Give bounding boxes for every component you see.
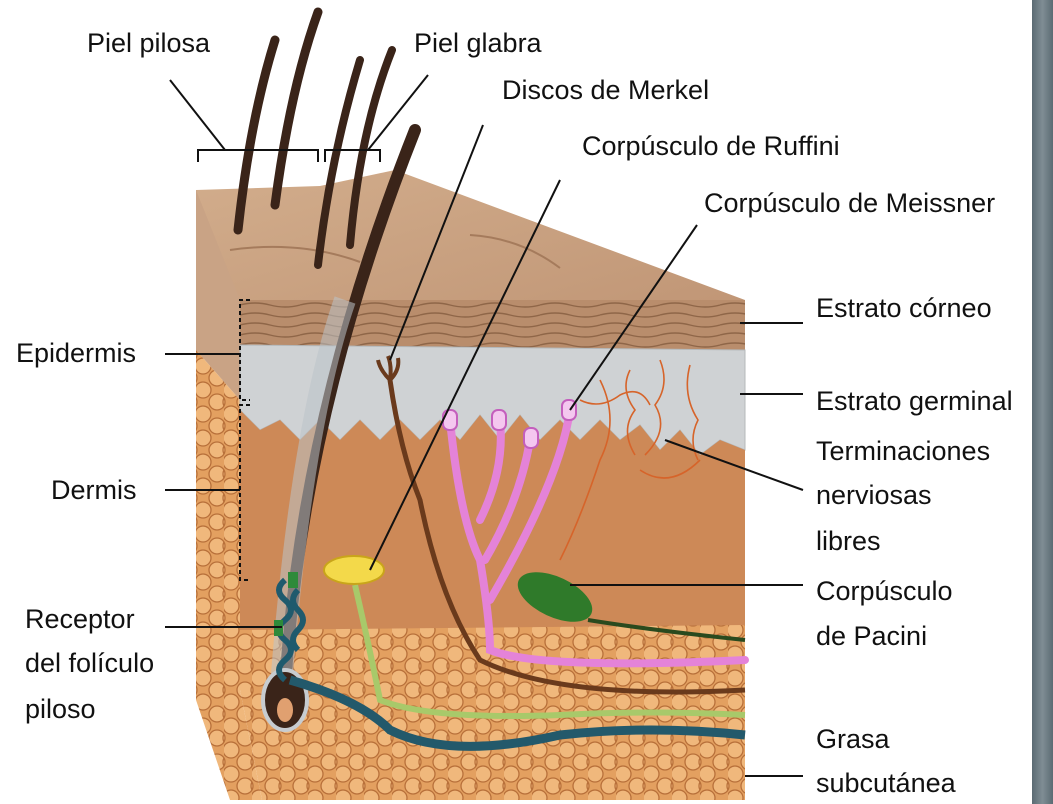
hair-papilla <box>277 698 293 722</box>
label-receptor-2: del folículo <box>25 648 154 678</box>
label-estrato-corneo: Estrato córneo <box>816 293 992 323</box>
label-grasa-1: Grasa <box>816 724 891 754</box>
label-dermis: Dermis <box>51 475 137 505</box>
hair-receptor-green <box>288 572 298 588</box>
label-meissner: Corpúsculo de Meissner <box>704 188 995 218</box>
stratum-corneum <box>240 300 745 350</box>
label-pacini-2: de Pacini <box>816 621 927 651</box>
label-pacini-1: Corpúsculo <box>816 576 953 606</box>
label-discos-merkel: Discos de Merkel <box>502 75 709 105</box>
label-piel-pilosa: Piel pilosa <box>87 28 211 58</box>
label-epidermis: Epidermis <box>16 338 136 368</box>
piel-brackets <box>198 150 380 162</box>
label-piel-glabra: Piel glabra <box>414 28 543 58</box>
label-receptor-1: Receptor <box>25 604 135 634</box>
label-grasa-2: subcutánea <box>816 768 957 798</box>
label-receptor-3: piloso <box>25 694 96 724</box>
label-terminaciones-2: nerviosas <box>816 480 932 510</box>
label-terminaciones-1: Terminaciones <box>816 436 990 466</box>
label-ruffini: Corpúsculo de Ruffini <box>582 131 840 161</box>
label-terminaciones-3: libres <box>816 526 881 556</box>
label-estrato-germinal: Estrato germinal <box>816 386 1013 416</box>
hair-strand <box>275 12 318 205</box>
